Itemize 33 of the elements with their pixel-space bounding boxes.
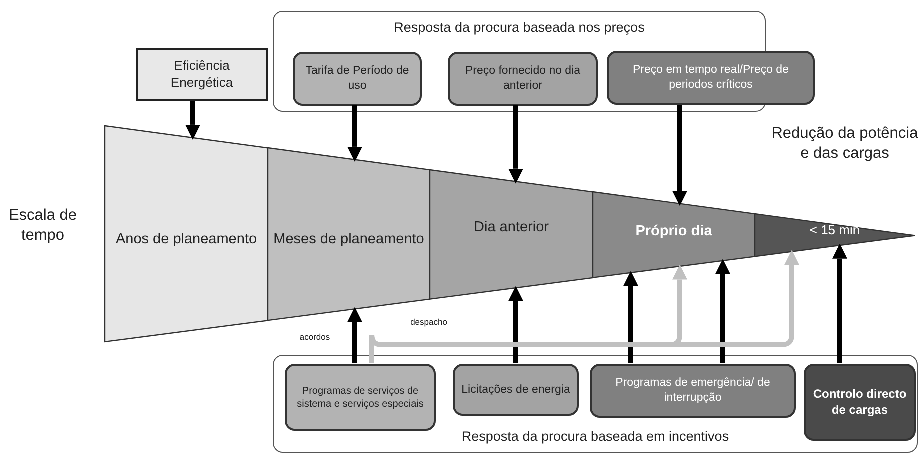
- arrow: [832, 244, 848, 363]
- group-heading: Resposta da procura baseada nos preços: [393, 20, 646, 35]
- segment-label: Anos de planeamento: [114, 230, 258, 250]
- program-box: Tarifa de Período de uso: [293, 52, 422, 106]
- arrow: [624, 271, 638, 363]
- group-heading: Resposta da procura baseada em incentivos: [460, 429, 730, 444]
- edge-note: acordos: [298, 332, 332, 344]
- arrow: [508, 286, 524, 363]
- segment-label: Dia anterior: [473, 218, 550, 238]
- group-frame: [273, 355, 918, 453]
- axis-label: Escala de tempo: [8, 206, 78, 246]
- segment-label: Meses de planeamento: [272, 230, 426, 250]
- program-box: Preço fornecido no dia anterior: [448, 52, 598, 106]
- program-box: Controlo directo de cargas: [804, 364, 916, 441]
- arrow: [186, 101, 200, 140]
- wedge-segment: [755, 214, 915, 257]
- program-box: Programas de serviços de sistema e serviços especiais: [285, 364, 436, 431]
- process-box: Eficiência Energética: [136, 48, 268, 101]
- arrow: [716, 259, 730, 363]
- arrow: [508, 105, 524, 184]
- program-box: Preço em tempo real/Preço de periodos críticos: [607, 51, 815, 105]
- edge-note: despacho: [410, 317, 448, 328]
- segment-label: Próprio dia: [634, 222, 714, 242]
- program-box: Programas de emergência/ de interrupção: [590, 364, 796, 418]
- arrow: [348, 105, 362, 162]
- wedge-segment: [593, 192, 755, 278]
- wedge-segment: [430, 170, 593, 300]
- segment-label: < 15 min: [808, 222, 862, 240]
- arrow: [672, 105, 688, 206]
- program-box: Licitações de energia: [453, 364, 579, 416]
- axis-label: Redução da potência e das cargas: [770, 124, 920, 164]
- arrow: [348, 307, 362, 363]
- wedge-segment: [105, 126, 268, 342]
